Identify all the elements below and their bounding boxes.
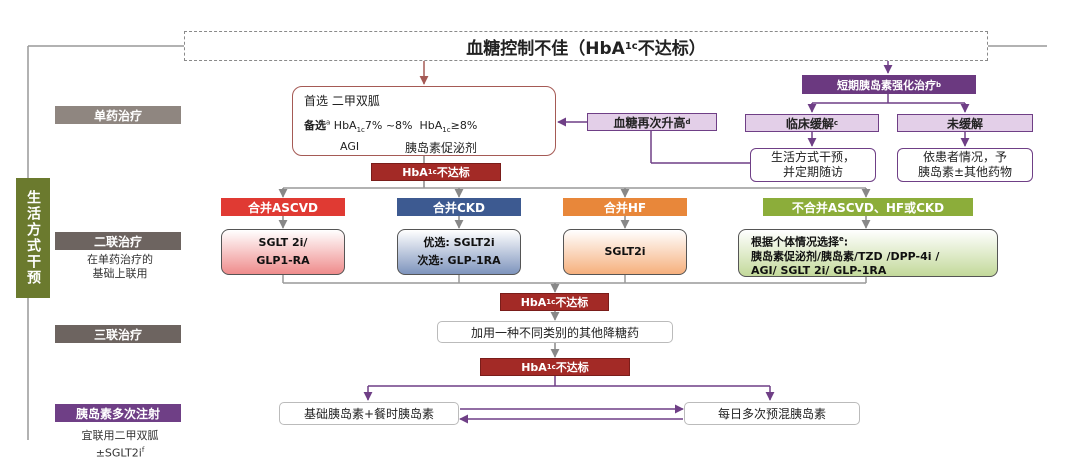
stage-dual-note-line2: 基础上联用 <box>92 267 148 280</box>
short-ins-text: 短期胰岛素强化治疗 <box>836 78 936 92</box>
mono-alt-1: HbA <box>330 119 357 132</box>
combo-box-ascvd: SGLT 2i/ GLP1-RA <box>221 229 345 275</box>
combo-none-line1-text: 根据个体情况选择 <box>751 235 839 249</box>
stage-insulin-label: 胰岛素多次注射 <box>55 404 181 422</box>
premix-insulin-box: 每日多次预混胰岛素 <box>684 402 860 425</box>
stage-triple-label: 三联治疗 <box>55 325 181 343</box>
lifestyle-intervention-bar: 生活方式干预 <box>16 178 50 298</box>
title-main: 血糖控制不佳（HbA <box>466 38 625 59</box>
remission-sup: c <box>833 119 839 127</box>
title-sub: 1c <box>624 40 638 52</box>
combo-ascvd-line1: SGLT 2i/ <box>258 236 308 249</box>
combo-header-ascvd: 合并ASCVD <box>221 198 345 216</box>
hba1c-fail-3-prefix: HbA <box>521 360 547 374</box>
mono-secretagogue: 胰岛素促泌剂 <box>405 141 478 155</box>
mono-alt-2: HbA <box>412 119 443 132</box>
basal-bolus-insulin-box: 基础胰岛素+餐时胰岛素 <box>279 402 459 425</box>
insulin-other-drugs-box: 依患者情况，予 胰岛素±其他药物 <box>897 148 1033 182</box>
combo-box-ckd: 优选: SGLT2i 次选: GLP-1RA <box>397 229 521 275</box>
combo-header-ckd: 合并CKD <box>397 198 521 216</box>
hba1c-fail-3-suffix: 不达标 <box>555 361 589 374</box>
combo-hf-line1: SGLT2i <box>604 245 646 258</box>
no-remission-box: 未缓解 <box>897 114 1033 132</box>
mono-alternative: 备选a HbA1c7% ~8% HbA1c≥8% <box>304 117 477 134</box>
short-ins-sup: b <box>935 80 941 89</box>
combo-header-none: 不合并ASCVD、HF或CKD <box>763 198 973 216</box>
lifestyle-followup-line1: 生活方式干预， <box>770 150 855 164</box>
relapse-text: 血糖再次升高 <box>613 115 686 130</box>
combo-ascvd-line2: GLP1-RA <box>256 254 310 267</box>
mono-therapy-box <box>292 86 556 156</box>
lifestyle-followup-box: 生活方式干预， 并定期随访 <box>750 148 876 182</box>
combo-none-line2: 胰岛素促泌剂/胰岛素/TZD /DPP-4i / <box>751 249 940 263</box>
hba1c-fail-1-prefix: HbA <box>402 165 428 179</box>
mono-alt-1-sub: 1c <box>356 126 365 135</box>
remission-text: 临床缓解 <box>785 116 834 131</box>
combo-header-hf: 合并HF <box>563 198 687 216</box>
combo-box-hf: SGLT2i <box>563 229 687 275</box>
mono-alt-2-tail: ≥8% <box>450 119 478 132</box>
combo-none-line1-sup: e <box>839 235 844 243</box>
mono-alt-sup: a <box>326 118 331 127</box>
stage-insulin-note-line2: ±SGLT2if <box>60 443 180 461</box>
mono-alt-label: 备选 <box>304 119 326 132</box>
hba1c-fail-2-sub: 1c <box>546 298 556 306</box>
combo-ckd-line1: 优选: SGLT2i <box>423 236 495 249</box>
mono-alt-1-tail: 7% ~8% <box>364 119 413 132</box>
hba1c-fail-3-sub: 1c <box>546 363 556 371</box>
combo-none-line1: 根据个体情况选择e: <box>751 235 849 249</box>
hba1c-fail-2-suffix: 不达标 <box>555 296 589 309</box>
mono-alt-2-sub: 1c <box>442 126 451 135</box>
stage-insulin-note-sup: f <box>141 446 145 454</box>
stage-dual-label: 二联治疗 <box>55 232 181 250</box>
hba1c-fail-1-suffix: 不达标 <box>436 166 470 179</box>
triple-therapy-box: 加用一种不同类别的其他降糖药 <box>437 321 673 343</box>
combo-ckd-line2: 次选: GLP-1RA <box>417 254 501 267</box>
stage-dual-note-line1: 在单药治疗的 <box>87 253 153 266</box>
relapse-sup: d <box>685 118 691 126</box>
insulin-other-line1: 依患者情况，予 <box>922 150 1007 164</box>
stage-dual-note: 在单药治疗的 基础上联用 <box>60 253 180 281</box>
stage-insulin-note: 宜联用二甲双胍 ±SGLT2if <box>60 429 180 461</box>
insulin-other-line2: 胰岛素±其他药物 <box>917 165 1013 179</box>
stage-insulin-note-line1: 宜联用二甲双胍 <box>81 429 159 442</box>
stage-insulin-note-line2-text: ±SGLT2i <box>95 446 142 460</box>
title-tail: 不达标） <box>637 38 706 59</box>
stage-mono-label: 单药治疗 <box>55 106 181 124</box>
combo-box-none: 根据个体情况选择e: 胰岛素促泌剂/胰岛素/TZD /DPP-4i / AGI/… <box>738 229 998 277</box>
combo-none-line3: AGI/ SGLT 2i/ GLP-1RA <box>751 263 887 277</box>
lifestyle-followup-line2: 并定期随访 <box>782 165 843 179</box>
hba1c-fail-2-prefix: HbA <box>520 295 547 309</box>
hba1c-fail-1-sub: 1c <box>427 168 437 176</box>
mono-first-choice: 首选 二甲双胍 <box>304 94 380 108</box>
mono-agi: AGI <box>340 140 360 153</box>
